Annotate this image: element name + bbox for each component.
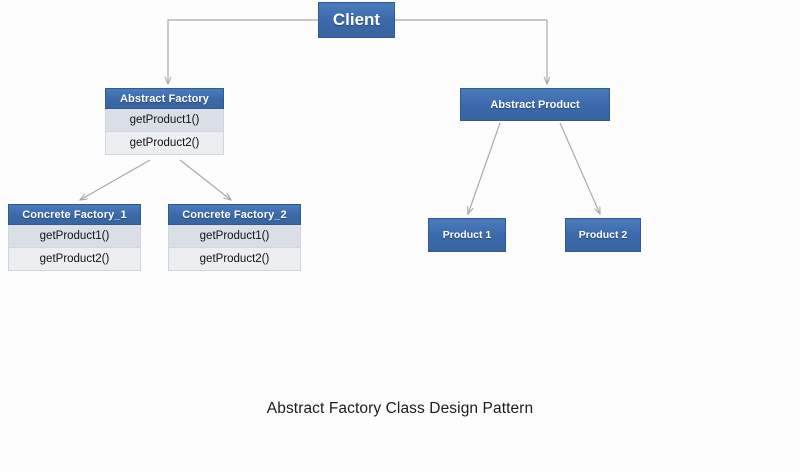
node-product-2-title: Product 2 bbox=[578, 229, 628, 241]
node-concrete-factory-2-title: Concrete Factory_2 bbox=[168, 204, 301, 225]
node-concrete-factory-1[interactable]: Concrete Factory_1 getProduct1() getProd… bbox=[8, 204, 141, 271]
edge-abstract-factory-to-concrete-factory-2 bbox=[179, 159, 231, 200]
edge-abstract-product-to-product-1 bbox=[468, 122, 501, 214]
edge-client-to-abstract-product bbox=[395, 19, 547, 84]
node-abstract-product-title: Abstract Product bbox=[490, 98, 580, 111]
node-concrete-factory-2[interactable]: Concrete Factory_2 getProduct1() getProd… bbox=[168, 204, 301, 271]
node-concrete-factory-1-method-2: getProduct2() bbox=[8, 248, 141, 271]
node-concrete-factory-2-method-1: getProduct1() bbox=[168, 225, 301, 248]
edge-client-to-abstract-factory bbox=[168, 19, 318, 84]
edge-abstract-product-to-product-2 bbox=[559, 122, 600, 214]
node-product-1-title: Product 1 bbox=[442, 229, 492, 241]
node-abstract-product[interactable]: Abstract Product bbox=[460, 88, 610, 121]
node-abstract-factory[interactable]: Abstract Factory getProduct1() getProduc… bbox=[105, 88, 224, 155]
node-abstract-factory-method-2: getProduct2() bbox=[105, 132, 224, 155]
node-concrete-factory-1-method-1: getProduct1() bbox=[8, 225, 141, 248]
node-client-title: Client bbox=[332, 10, 381, 29]
node-concrete-factory-2-method-2: getProduct2() bbox=[168, 248, 301, 271]
node-product-2[interactable]: Product 2 bbox=[565, 218, 641, 252]
node-concrete-factory-1-title: Concrete Factory_1 bbox=[8, 204, 141, 225]
node-product-1[interactable]: Product 1 bbox=[428, 218, 506, 252]
node-abstract-factory-method-1: getProduct1() bbox=[105, 109, 224, 132]
edge-abstract-factory-to-concrete-factory-1 bbox=[80, 159, 151, 200]
diagram-caption: Abstract Factory Class Design Pattern bbox=[266, 400, 534, 417]
node-abstract-factory-title: Abstract Factory bbox=[105, 88, 224, 109]
node-client[interactable]: Client bbox=[318, 2, 395, 38]
